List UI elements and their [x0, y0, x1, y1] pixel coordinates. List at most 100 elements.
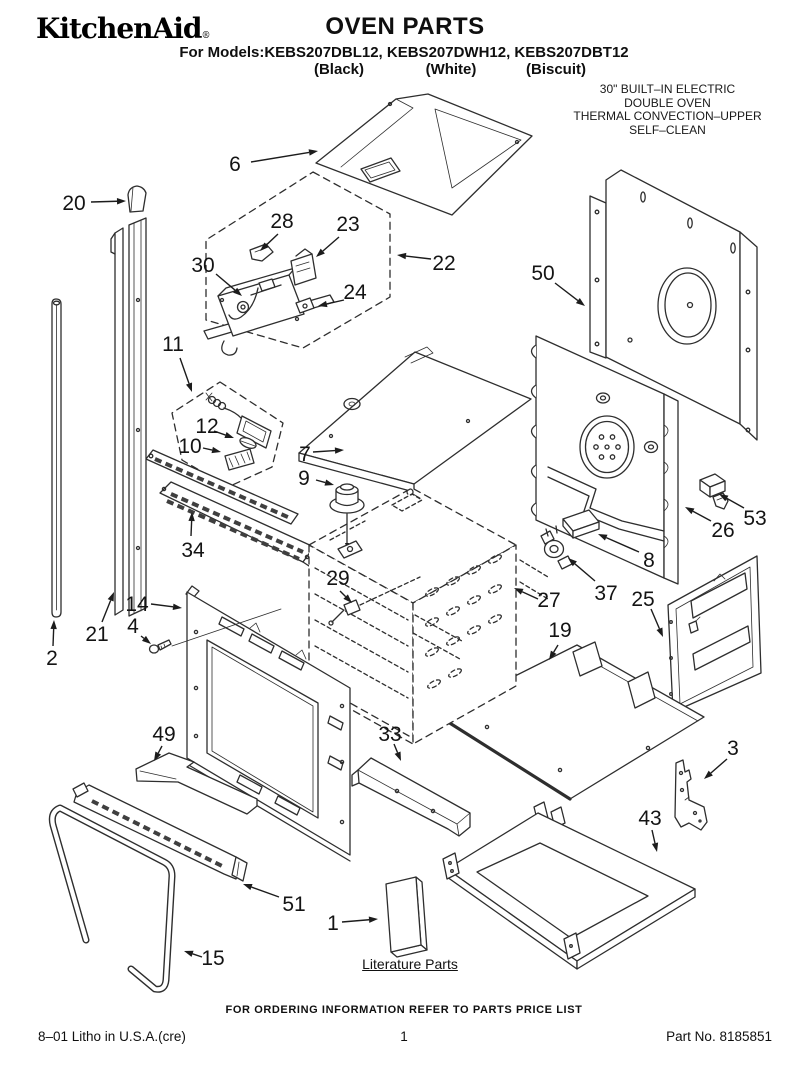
callout-53: 53 [719, 494, 767, 530]
callout-label-33: 33 [378, 723, 401, 746]
callout-arrowhead [656, 627, 663, 637]
callout-label-25: 25 [631, 588, 654, 611]
callout-14: 14 [125, 593, 182, 616]
models-line: For Models:KEBS207DBL12, KEBS207DWH12, K… [179, 44, 629, 61]
callout-arrowhead [318, 300, 328, 308]
callout-leader-line [574, 563, 596, 582]
part-25-insulation-retainer [667, 555, 762, 713]
callout-arrowhead [549, 650, 557, 660]
callout-leader-line [393, 743, 399, 753]
callout-leader-line [213, 430, 226, 436]
callout-label-43: 43 [638, 807, 661, 830]
callout-leader-line [405, 255, 432, 260]
callout-label-19: 19 [548, 619, 571, 642]
callout-arrowhead [651, 842, 659, 852]
callout-arrowhead [188, 512, 195, 522]
callout-label-20: 20 [62, 192, 85, 215]
callout-leader-line [312, 449, 336, 453]
callout-leader-line [605, 536, 640, 553]
callout-label-14: 14 [125, 593, 149, 616]
part-number: Part No. 8185851 [666, 1029, 772, 1044]
callout-arrowhead [184, 950, 194, 957]
description-line: THERMAL CONVECTION–UPPER [573, 109, 762, 123]
callout-arrowhead [308, 149, 318, 156]
part-3-mounting-bracket [674, 759, 708, 831]
part-51-vent-trim [72, 782, 248, 882]
callout-leader-line [250, 151, 310, 163]
callout-label-12: 12 [195, 415, 218, 438]
callout-50: 50 [531, 262, 585, 306]
part-2-trim-strip [51, 298, 62, 618]
callout-leader-line [650, 608, 661, 630]
callout-label-22: 22 [432, 252, 455, 275]
callout-2: 2 [46, 620, 58, 670]
registered-mark: ® [201, 31, 210, 41]
finish-label-black: (Black) [313, 61, 365, 78]
part-15-door-gasket [48, 804, 176, 993]
callout-arrowhead [154, 751, 162, 761]
part-24-clip [295, 297, 315, 314]
callout-arrowhead [704, 770, 713, 779]
callout-label-30: 30 [191, 254, 214, 277]
callout-25: 25 [631, 588, 663, 637]
callout-4: 4 [127, 615, 151, 644]
callout-arrowhead [719, 494, 729, 502]
callout-leader-line [90, 200, 118, 203]
callout-27: 27 [514, 588, 561, 612]
description-line: 30" BUILT–IN ELECTRIC [599, 82, 736, 96]
callout-arrowhead [172, 603, 182, 611]
callout-arrowhead [260, 242, 269, 251]
part-34-vent-grille [145, 449, 321, 567]
part-4-screw [148, 639, 172, 654]
literature-parts-caption: Literature Parts [362, 956, 458, 972]
callout-22: 22 [397, 252, 456, 275]
part-37-thermostat [540, 525, 573, 570]
callout-11: 11 [162, 333, 193, 392]
callout-29: 29 [326, 567, 352, 603]
callout-9: 9 [298, 467, 334, 490]
callout-leader-line [651, 829, 656, 844]
callout-leader-line [179, 357, 190, 384]
callout-51: 51 [243, 884, 306, 916]
callout-label-6: 6 [229, 153, 241, 176]
callout-label-51: 51 [282, 893, 305, 916]
callout-label-10: 10 [178, 435, 201, 458]
callout-1: 1 [327, 912, 378, 935]
callout-leader-line [710, 758, 728, 774]
callout-20: 20 [62, 192, 126, 215]
part-20-end-cap [127, 185, 147, 213]
callout-34: 34 [181, 512, 205, 562]
callout-label-11: 11 [162, 333, 184, 356]
callout-leader-line [315, 479, 326, 484]
callout-arrowhead [334, 447, 344, 454]
callout-arrowhead [343, 594, 352, 603]
callout-leader-line [190, 520, 193, 537]
part-23-switch [290, 248, 317, 286]
callout-49: 49 [152, 723, 176, 761]
callout-leader-line [52, 628, 55, 647]
callout-leader-line [521, 591, 539, 600]
callout-6: 6 [229, 149, 318, 176]
callout-label-23: 23 [336, 213, 359, 236]
callout-label-7: 7 [299, 443, 311, 466]
callout-33: 33 [378, 723, 402, 761]
callout-21: 21 [85, 592, 114, 646]
callout-7: 7 [299, 443, 344, 466]
callout-19: 19 [548, 619, 572, 660]
part-11-sensor-assembly [171, 381, 284, 488]
callout-label-26: 26 [711, 519, 734, 542]
part-50-rear-panel [589, 169, 758, 441]
callout-arrowhead [368, 916, 378, 923]
litho-note: 8–01 Litho in U.S.A.(cre) [38, 1029, 186, 1044]
callout-arrowhead [324, 479, 334, 486]
part-12-sensor-capsule [239, 437, 257, 449]
callout-12: 12 [195, 415, 234, 439]
callout-label-15: 15 [201, 947, 224, 970]
callout-label-37: 37 [594, 582, 617, 605]
callout-arrowhead [185, 382, 193, 392]
callout-leader-line [215, 273, 236, 291]
callout-leader-line [202, 447, 213, 451]
callout-43: 43 [638, 807, 662, 852]
part-6-top-cover [315, 93, 533, 216]
